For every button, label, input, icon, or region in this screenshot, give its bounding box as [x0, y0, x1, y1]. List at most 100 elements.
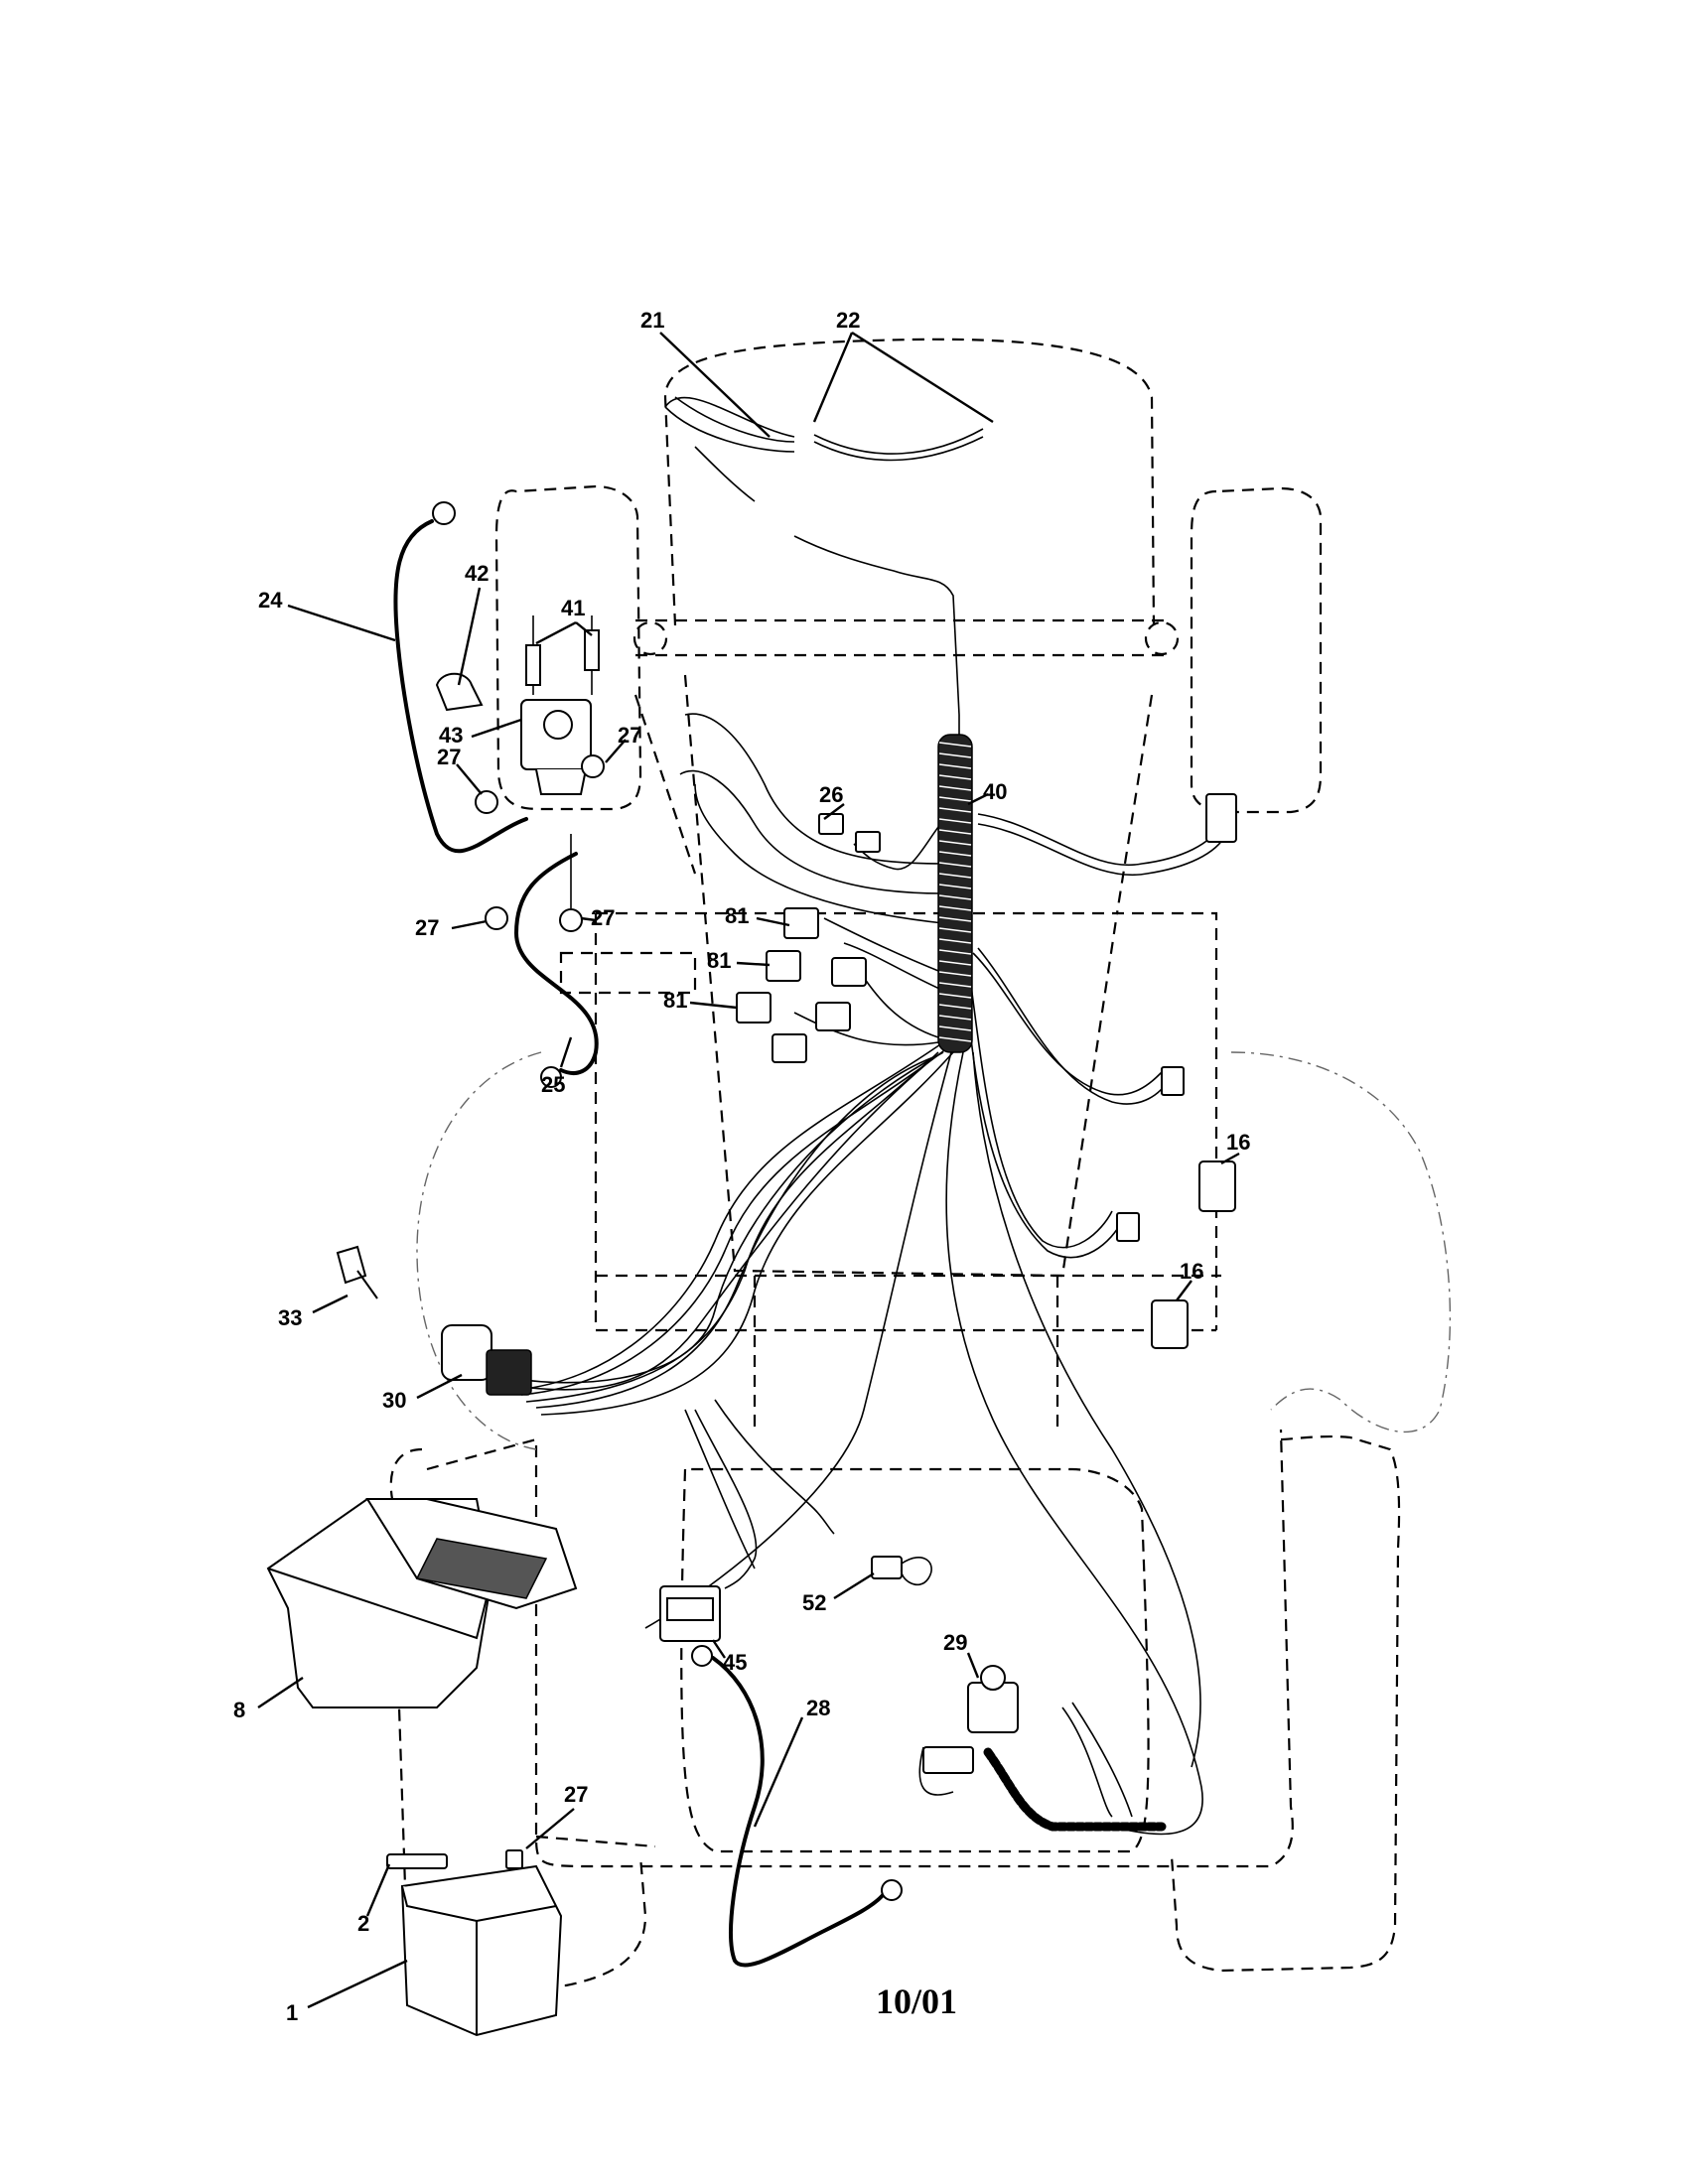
loom-ring: [938, 774, 972, 780]
cable-28: [711, 1656, 886, 1968]
battery-cables: [393, 501, 903, 1968]
loom-ring: [938, 851, 972, 857]
loom-ring: [938, 862, 972, 868]
loom-ring: [938, 873, 972, 879]
connector-29: [922, 1746, 974, 1774]
loom-ring: [938, 927, 972, 933]
callout-27-e: 27: [564, 1782, 588, 1807]
loom-ring: [938, 982, 972, 988]
relay-81c: [736, 992, 772, 1024]
callout-27-c: 27: [415, 915, 439, 940]
cable-24: [393, 519, 528, 854]
loom-ring: [938, 807, 972, 813]
nut-27d: [559, 908, 583, 932]
callout-27-a: 27: [618, 723, 641, 748]
nut-27b: [581, 754, 605, 778]
relay-socket-b: [815, 1002, 851, 1031]
callout-8: 8: [233, 1698, 245, 1722]
nut-27e: [505, 1849, 523, 1869]
switch-16b: [1151, 1299, 1189, 1349]
switches: [1116, 793, 1237, 1349]
terminal-ring-24: [432, 501, 456, 525]
callout-81-a: 81: [725, 903, 749, 928]
relay-socket-c: [772, 1033, 807, 1063]
loom-ring: [938, 796, 972, 802]
wiring-harness: [495, 396, 1227, 1836]
callout-27-d: 27: [591, 905, 615, 930]
callout-2: 2: [357, 1911, 369, 1936]
relays: [736, 813, 881, 1063]
callouts: 21 22 24 42 41 43 27 27 27 27 25 26 40 8…: [233, 308, 1250, 2025]
loom-ring: [938, 949, 972, 955]
switch-right-top: [1205, 793, 1237, 843]
callout-1: 1: [286, 2000, 298, 2025]
plug-52: [871, 1556, 903, 1579]
callout-52: 52: [802, 1590, 826, 1615]
loom-ring: [938, 916, 972, 922]
callout-43: 43: [439, 723, 463, 748]
relay-socket-a: [831, 957, 867, 987]
callout-21: 21: [640, 308, 664, 333]
connector-lower-right: [1116, 1212, 1140, 1242]
solenoid-assembly: [435, 615, 605, 932]
nut-27c: [485, 906, 508, 930]
loom-ring: [938, 993, 972, 999]
loom-ring: [938, 971, 972, 977]
callout-33: 33: [278, 1305, 302, 1330]
leader-lines: [257, 331, 1240, 2009]
battery-group: [266, 1498, 578, 2037]
callout-24: 24: [258, 588, 283, 613]
loom-ring: [938, 742, 972, 748]
loom-ring: [938, 1015, 972, 1021]
misc-parts: [659, 1556, 1019, 1774]
callout-27-b: 27: [437, 745, 461, 769]
callout-16-b: 16: [1180, 1259, 1203, 1284]
loom-ring: [938, 884, 972, 889]
plug-26a: [818, 813, 844, 835]
key-33: [336, 1245, 378, 1299]
boot-42: [435, 672, 484, 712]
callout-81-c: 81: [663, 988, 687, 1013]
callout-41: 41: [561, 596, 585, 620]
harness-loom-40: [937, 734, 973, 1053]
switch-16a: [1198, 1160, 1236, 1212]
loom-ring: [938, 905, 972, 911]
loom-ring: [938, 752, 972, 758]
loom-ring: [938, 938, 972, 944]
relay-81b: [766, 950, 801, 982]
plug-26b: [855, 831, 881, 853]
callout-25: 25: [541, 1072, 565, 1097]
nut-27a: [475, 790, 498, 814]
callout-29: 29: [943, 1630, 967, 1655]
loom-ring: [938, 960, 972, 966]
callout-40: 40: [983, 779, 1007, 804]
cable-25: [513, 852, 599, 1075]
ignition-switch-30: [441, 1324, 492, 1381]
callout-81-b: 81: [707, 948, 731, 973]
footer-date: 10/01: [876, 1981, 957, 2021]
bolt-2: [386, 1853, 448, 1869]
connector-upper-right: [1161, 1066, 1185, 1096]
loom-ring: [938, 1004, 972, 1010]
loom-ring: [938, 829, 972, 835]
callout-45: 45: [723, 1650, 747, 1675]
callout-16-a: 16: [1226, 1130, 1250, 1155]
callout-30: 30: [382, 1388, 406, 1413]
ignition-group: [336, 1245, 532, 1396]
loom-ring: [938, 818, 972, 824]
callout-26: 26: [819, 782, 843, 807]
loom-ring: [938, 763, 972, 769]
callout-42: 42: [465, 561, 489, 586]
loom-ring: [938, 1036, 972, 1042]
loom-ring: [938, 1025, 972, 1031]
loom-ring: [938, 840, 972, 846]
tractor-outline: [389, 338, 1452, 1987]
callout-22: 22: [836, 308, 860, 333]
loom-ring: [938, 785, 972, 791]
callout-28: 28: [806, 1696, 830, 1720]
loom-ring: [938, 894, 972, 900]
terminal-ring-28a: [691, 1645, 713, 1667]
terminal-ring-25: [540, 1066, 562, 1088]
relay-81a: [783, 907, 819, 939]
